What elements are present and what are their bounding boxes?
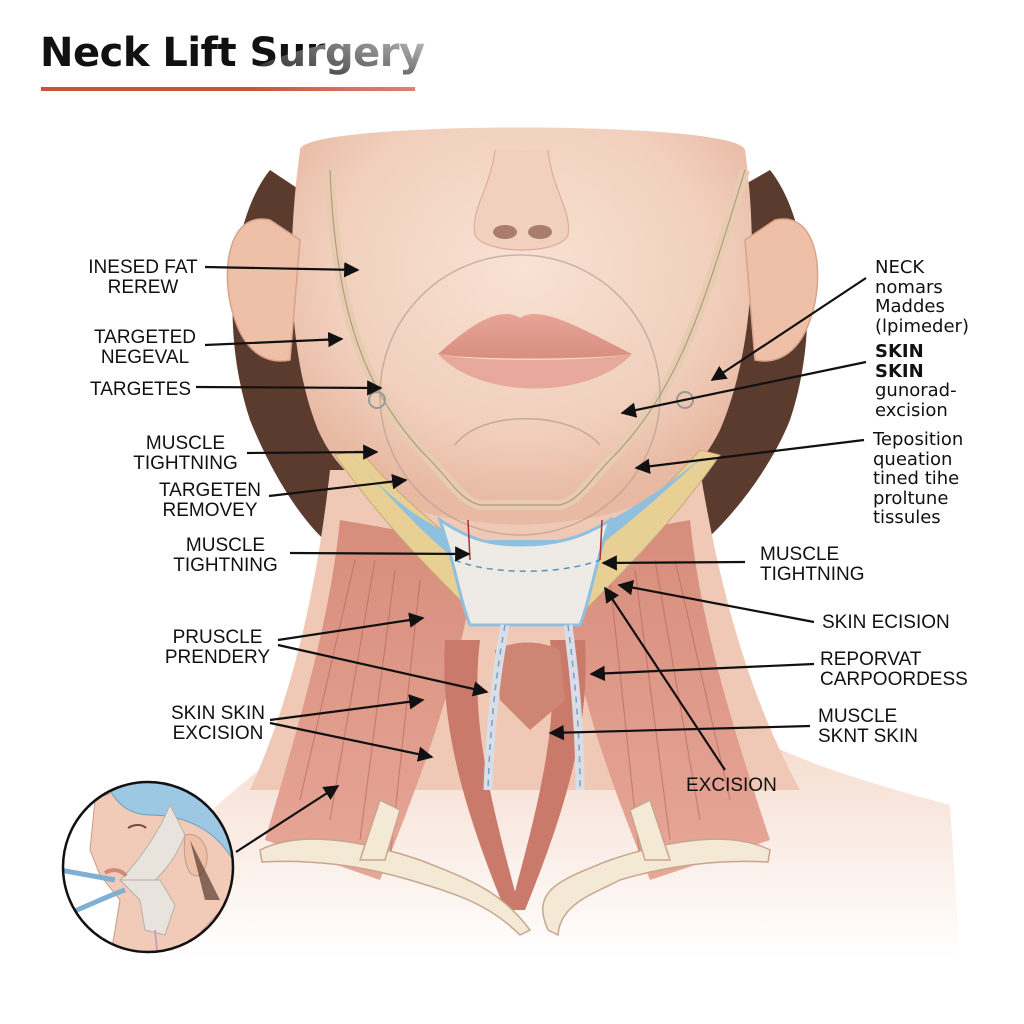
label-inesed-fat-rerew: INESED FAT REREW <box>88 258 198 298</box>
submental-dressing <box>334 449 721 791</box>
label-line: TARGETEN <box>158 480 262 501</box>
label-line: PRUSCLE <box>172 627 263 648</box>
label-line: gunorad- <box>875 380 957 401</box>
nose <box>473 149 570 251</box>
label-line: excision <box>875 399 948 421</box>
label-line: tined tihe <box>873 468 960 489</box>
label-line: MUSCLE <box>185 535 266 556</box>
label-line: TIGHTNING <box>173 555 278 576</box>
label-skin-skin-gunorad: SKIN SKIN gunorad- excision <box>875 342 957 420</box>
label-line: NECK <box>875 257 925 278</box>
label-line: SKNT SKIN <box>818 726 918 747</box>
label-line: proltune <box>873 487 949 509</box>
label-line: PRENDERY <box>164 647 271 668</box>
label-line: TIGHTNING <box>133 453 238 474</box>
label-excision: EXCISION <box>686 776 777 796</box>
label-line: NEGEVAL <box>100 347 190 368</box>
label-muscle-tightning-3: MUSCLE TIGHTNING <box>760 545 865 585</box>
label-line: TARGETES <box>90 379 191 400</box>
label-line: SKIN <box>875 360 924 382</box>
label-line: MUSCLE <box>145 433 226 454</box>
label-line: Maddes <box>875 296 945 317</box>
label-teposition: Teposition queation tined tihe proltune … <box>873 430 963 528</box>
callout-arrows <box>195 262 867 853</box>
ears <box>226 218 819 362</box>
label-line: SKIN SKIN <box>171 703 265 724</box>
label-line: TARGETED <box>93 327 197 348</box>
label-line: SKIN <box>875 341 924 362</box>
label-neck-nomars: NECK nomars Maddes (lpimeder) <box>875 258 969 336</box>
label-reporvat: REPORVAT CARPOORDESS <box>820 650 968 690</box>
label-targeted-negeval: TARGETED NEGEVAL <box>90 328 200 368</box>
label-line: REPORVAT <box>820 649 922 670</box>
label-line: INESED FAT <box>88 257 198 278</box>
label-pruscle-prendery: PRUSCLE PRENDERY <box>160 628 275 668</box>
label-muscle-sknt-skin: MUSCLE SKNT SKIN <box>818 707 918 747</box>
label-line: tissules <box>873 507 941 528</box>
label-line: CARPOORDESS <box>820 669 968 690</box>
clavicles <box>259 798 771 937</box>
label-targetes: TARGETES <box>90 380 191 400</box>
label-line: MUSCLE <box>818 706 898 727</box>
label-targeten-removey: TARGETEN REMOVEY <box>155 481 265 521</box>
label-line: queation <box>873 448 953 470</box>
label-line: TIGHTNING <box>760 564 865 585</box>
lips <box>438 313 632 389</box>
label-line: REREW <box>107 277 179 298</box>
label-line: nomars <box>875 276 943 298</box>
label-line: SKIN ECISION <box>822 612 950 633</box>
label-skin-ecision: SKIN ECISION <box>822 613 950 633</box>
label-line: Teposition <box>873 429 964 450</box>
label-muscle-tightning-2: MUSCLE TIGHTNING <box>163 536 288 576</box>
label-line: REMOVEY <box>162 500 258 521</box>
label-line: EXCISION <box>686 775 777 796</box>
label-line: (lpimeder) <box>875 315 969 337</box>
label-line: EXCISION <box>172 723 264 744</box>
neck-muscles <box>265 520 770 910</box>
label-muscle-tightning-1: MUSCLE TIGHTNING <box>128 434 243 474</box>
label-skin-skin-excision: SKIN SKIN EXCISION <box>168 704 268 744</box>
label-line: MUSCLE <box>760 544 840 565</box>
top-fade <box>220 25 820 185</box>
